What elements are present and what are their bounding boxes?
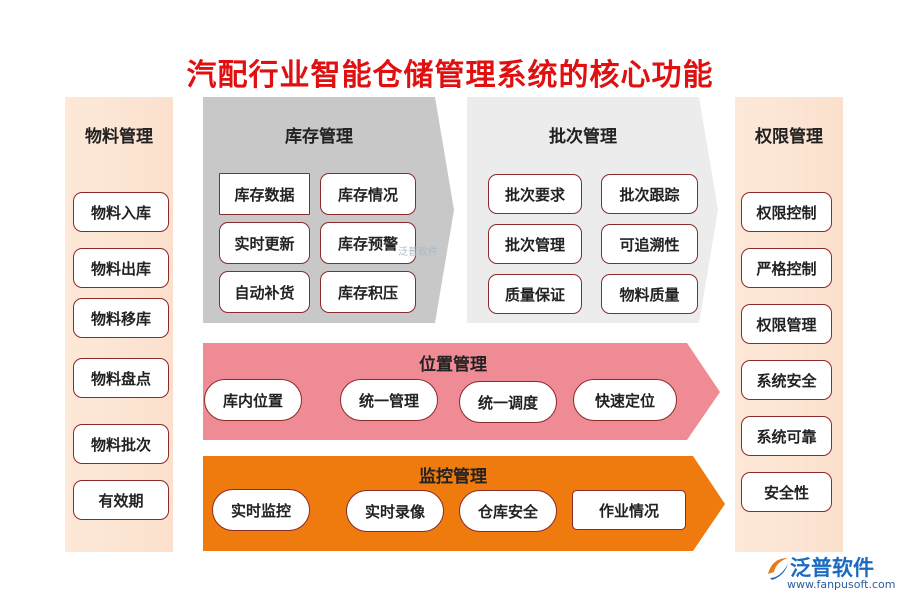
permission-item: 权限管理 <box>741 304 832 344</box>
inventory-item: 库存积压 <box>320 271 416 313</box>
permission-item: 权限控制 <box>741 192 832 232</box>
location-item: 统一调度 <box>459 381 557 423</box>
permission-item: 系统可靠 <box>741 416 832 456</box>
material-column-title: 物料管理 <box>85 127 153 147</box>
monitor-item: 实时录像 <box>346 490 444 532</box>
permission-item: 严格控制 <box>741 248 832 288</box>
permission-item: 安全性 <box>741 472 832 512</box>
batch-item: 批次跟踪 <box>601 174 698 214</box>
monitor-item: 实时监控 <box>212 489 310 531</box>
swoosh-logo-icon <box>768 558 788 580</box>
inventory-title: 库存管理 <box>285 127 353 147</box>
watermark-logo: 泛普软件 <box>398 247 438 258</box>
batch-item: 可追溯性 <box>601 224 698 264</box>
logo-url: www.fanpusoft.com <box>787 578 896 591</box>
material-item: 有效期 <box>73 480 169 520</box>
location-item: 库内位置 <box>204 379 302 421</box>
batch-arrow-shape <box>467 97 718 323</box>
monitor-item: 作业情况 <box>572 490 686 530</box>
material-item: 物料盘点 <box>73 358 169 398</box>
batch-title: 批次管理 <box>549 127 617 147</box>
inventory-item: 库存预警 <box>320 222 416 264</box>
monitor-title: 监控管理 <box>419 467 487 487</box>
material-item: 物料批次 <box>73 424 169 464</box>
batch-item: 批次管理 <box>488 224 582 264</box>
inventory-item: 实时更新 <box>219 222 310 264</box>
batch-item: 物料质量 <box>601 274 698 314</box>
inventory-item: 库存数据 <box>219 173 310 215</box>
batch-item: 质量保证 <box>488 274 582 314</box>
location-item: 统一管理 <box>340 379 438 421</box>
material-item: 物料移库 <box>73 298 169 338</box>
monitor-item: 仓库安全 <box>459 490 557 532</box>
permission-item: 系统安全 <box>741 360 832 400</box>
page-title: 汽配行业智能仓储管理系统的核心功能 <box>186 58 714 93</box>
logo-name: 泛普软件 <box>790 556 874 580</box>
location-title: 位置管理 <box>419 355 487 375</box>
inventory-item: 自动补货 <box>219 271 310 313</box>
permission-column-title: 权限管理 <box>755 127 823 147</box>
batch-item: 批次要求 <box>488 174 582 214</box>
material-item: 物料出库 <box>73 248 169 288</box>
location-item: 快速定位 <box>573 379 677 421</box>
inventory-item: 库存情况 <box>320 173 416 215</box>
material-item: 物料入库 <box>73 192 169 232</box>
